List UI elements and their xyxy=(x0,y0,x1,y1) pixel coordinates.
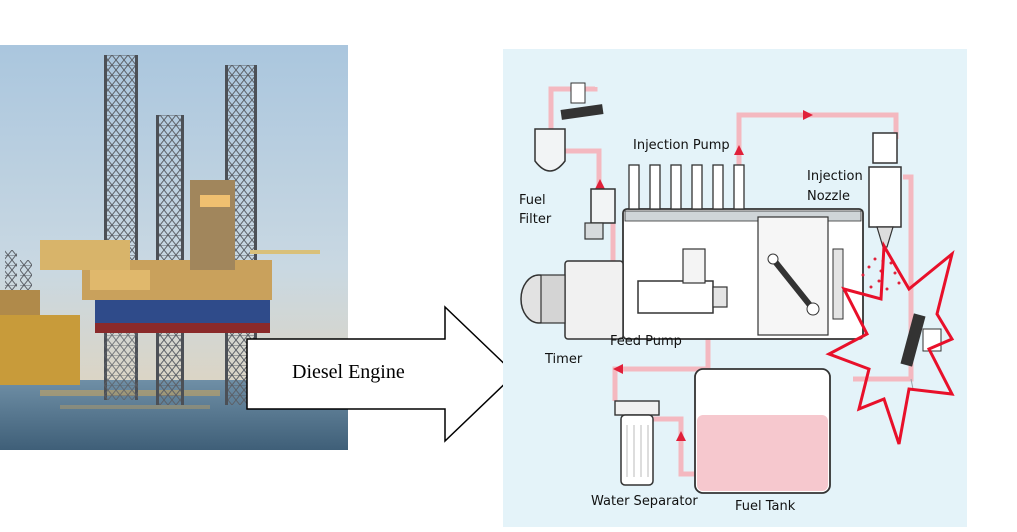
label-injection-pump: Injection Pump xyxy=(633,138,730,153)
label-fuel-filter-2: Filter xyxy=(519,212,552,227)
sensor-top xyxy=(560,82,604,120)
label-fuel-filter-1: Fuel xyxy=(519,193,546,208)
supply-vessel xyxy=(0,250,80,385)
label-feed-pump: Feed Pump xyxy=(610,334,682,349)
label-water-separator: Water Separator xyxy=(591,494,698,509)
fuel-line-outlines xyxy=(910,378,914,390)
label-injection-nozzle-2: Nozzle xyxy=(807,189,850,204)
label-injection-nozzle-1: Injection xyxy=(807,169,863,184)
fuel-filter xyxy=(534,128,616,240)
label-fuel-tank: Fuel Tank xyxy=(735,499,796,514)
derrick-tower-left xyxy=(104,55,138,400)
label-timer: Timer xyxy=(544,352,583,367)
fuel-injection-diagram: Injection Pump Injection Nozzle Fuel Fil… xyxy=(503,49,967,527)
injection-pump xyxy=(622,208,864,340)
fuel-tank xyxy=(694,368,831,494)
feed-pump xyxy=(637,248,728,314)
water-separator xyxy=(614,400,660,486)
flow-arrow xyxy=(246,305,517,443)
failure-burst-icon xyxy=(825,240,955,445)
timer xyxy=(520,260,624,340)
injection-nozzle xyxy=(868,132,902,248)
delivery-valves xyxy=(628,164,745,210)
arrow-label: Diesel Engine xyxy=(292,361,405,383)
rig-platform xyxy=(40,180,320,333)
